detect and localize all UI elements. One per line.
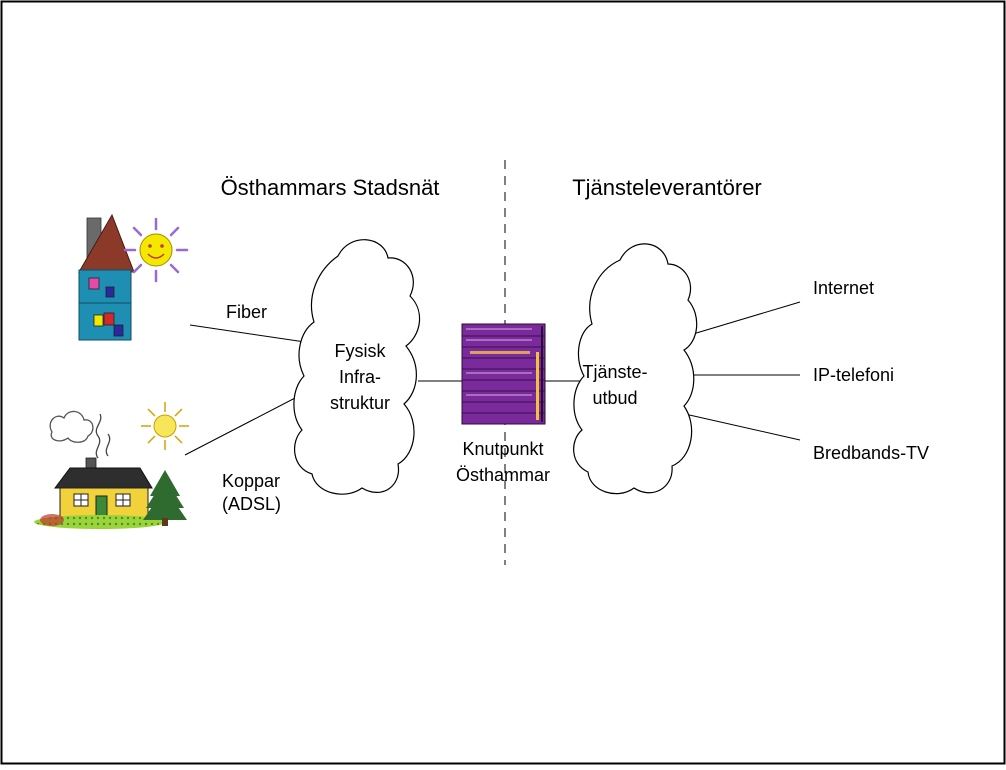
tree-icon [143,470,187,526]
smoke [105,433,111,457]
adsl-label: (ADSL) [222,494,281,514]
smoke [95,413,102,459]
cloud-icon [573,243,698,495]
node-label-line2: Östhammar [456,465,550,485]
infra-label-line3: struktur [330,393,390,413]
fiber-label: Fiber [226,302,267,322]
service-internet: Internet [813,278,874,298]
bredbands-tv-line [684,413,801,441]
router-icon [461,323,546,425]
infra-label-line1: Fysisk [335,341,387,361]
service-ip-telefoni: IP-telefoni [813,365,894,385]
internet-line [682,301,801,338]
node-label-line1: Knutpunkt [462,439,543,459]
cloud-icon [49,410,94,443]
heading-tjansteleverantorer: Tjänsteleverantörer [572,175,762,200]
copper-line [184,396,298,456]
service-bredbands-tv: Bredbands-TV [813,443,929,463]
fiber-line [189,324,306,343]
cloud-icon [293,239,421,495]
services-label-line2: utbud [592,388,637,408]
sun-icon [141,402,189,450]
copper-label: Koppar [222,471,280,491]
infra-label-line2: Infra- [339,367,381,387]
services-label-line1: Tjänste- [582,362,647,382]
house-icon [78,213,135,341]
cottage-icon [34,457,166,529]
heading-stadsnat: Östhammars Stadsnät [221,175,440,200]
sun-icon [123,217,189,283]
